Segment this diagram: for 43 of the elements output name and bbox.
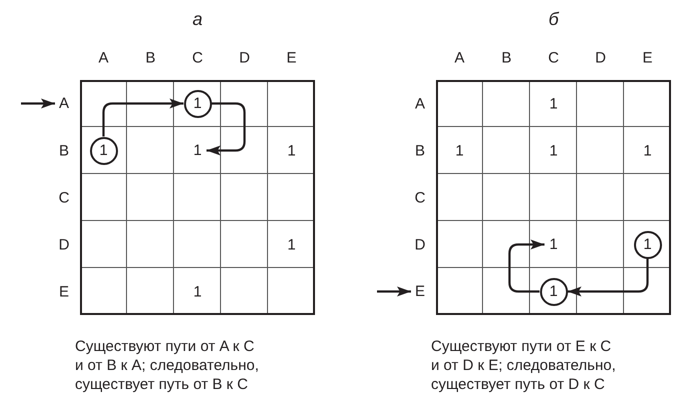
matrix-entry: 1 (193, 284, 202, 299)
column-header: A (454, 50, 464, 66)
circled-entry: 1 (634, 230, 662, 258)
panel-title: а (192, 8, 202, 30)
column-header: A (98, 50, 108, 66)
circled-entry: 1 (184, 90, 212, 118)
circled-entry: 1 (90, 136, 118, 164)
matrix-entry: 1 (287, 143, 296, 158)
row-header: A (57, 94, 71, 114)
matrix-entry: 1 (549, 143, 558, 158)
row-header: E (59, 284, 69, 299)
matrix-entry: 1 (546, 234, 560, 254)
column-header: C (192, 50, 203, 66)
row-header: D (414, 237, 426, 252)
matrix-entry: 1 (549, 96, 558, 111)
arrow (206, 102, 246, 156)
arrow (21, 98, 55, 108)
row-header: A (415, 96, 425, 111)
column-header: C (548, 50, 559, 66)
matrix-entry: 1 (190, 140, 204, 160)
matrix-entry: 1 (643, 143, 652, 158)
row-header: C (414, 190, 426, 205)
panel-title: б (548, 8, 559, 30)
column-header: D (595, 50, 606, 66)
arrow (377, 286, 411, 296)
column-header: E (286, 50, 296, 66)
matrix-entry: 1 (455, 143, 464, 158)
row-header: C (58, 190, 70, 205)
circled-entry: 1 (540, 278, 568, 306)
arrow (568, 258, 649, 296)
row-header: B (415, 143, 425, 158)
row-header: B (59, 143, 69, 158)
column-header: B (146, 50, 156, 66)
row-header: E (413, 282, 427, 302)
row-header: D (58, 237, 70, 252)
panel-description: Существуют пути от A к C и от B к A; следовательно, существует путь от B к C (75, 337, 260, 394)
column-header: E (642, 50, 652, 66)
column-header: B (502, 50, 512, 66)
arrow (508, 240, 544, 293)
matrix-entry: 1 (287, 237, 296, 252)
panel-description: Существуют пути от E к C и от D к E; следовательно, существует путь от D к C (431, 337, 617, 394)
column-header: D (239, 50, 250, 66)
arrow (102, 98, 184, 136)
